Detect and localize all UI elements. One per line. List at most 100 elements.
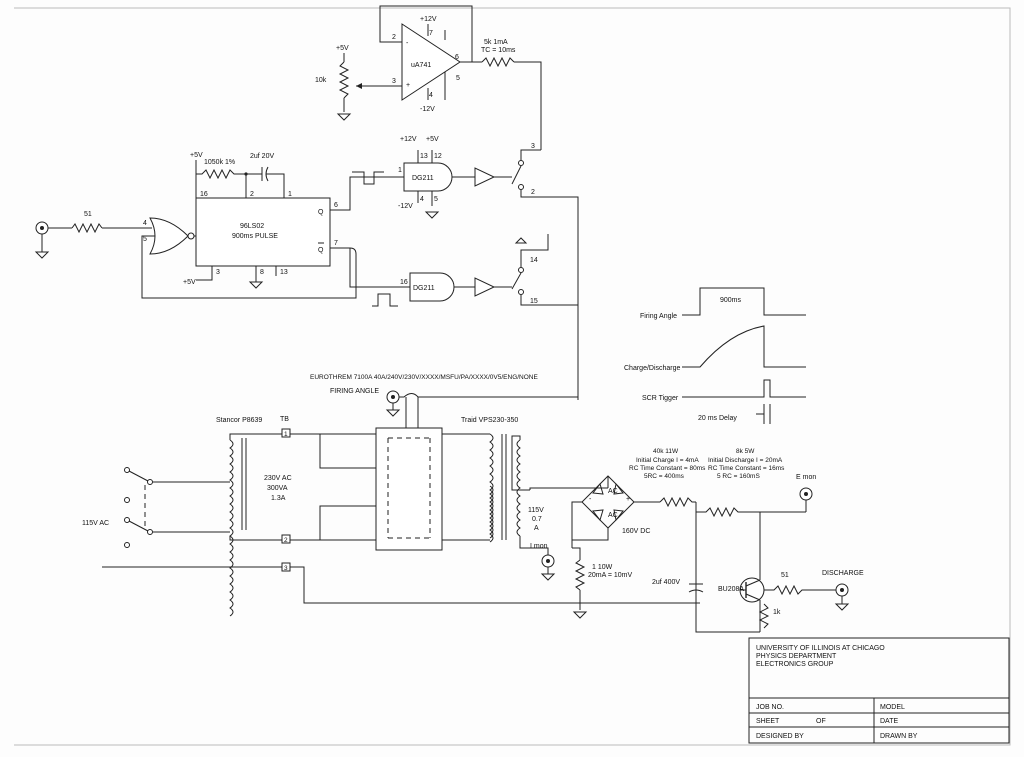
opamp-pin5: 5 [456,75,460,82]
opamp-vminus: -12V [420,106,435,113]
stancor-label: Stancor P8639 [216,417,262,424]
r5k-tc: TC = 10ms [481,47,516,54]
pot-value: 10k [315,77,327,84]
opamp-buffer: uA741 - + +12V -12V 7 4 5 6 2 3 +5V 10k … [315,5,542,150]
oneshot-vcc: +5V [190,152,203,159]
tb3-num: 3 [284,565,288,572]
dg1-pin1: 1 [398,167,402,174]
sheet-border [14,7,1011,746]
xfmr2-i2: A [534,525,539,532]
input-res: 51 [84,211,92,218]
bridge-plus: + [626,496,630,503]
tb-date: DATE [880,718,898,725]
os-pin8: 8 [260,269,264,276]
xfmr2-i1: 0.7 [532,516,542,523]
timing-diagram: Firing Angle 900ms Charge/Discharge SCR … [624,287,806,424]
r8k-4: 5 RC = 160mS [717,473,760,480]
tb-org1: UNIVERSITY OF ILLINOIS AT CHICAGO [756,645,885,652]
line-in-label: 115V AC [82,520,109,527]
opamp-pin2: 2 [392,34,396,41]
os-pin6: 6 [334,202,338,209]
tb-terminal-1 [281,428,291,438]
timing-firing-label: Firing Angle [640,313,677,320]
oneshot-desc: 900ms PULSE [232,233,278,240]
oneshot-part-label: 96LS02 [240,223,264,230]
bridge-rectifier: AC AC - + 160V DC [571,475,660,548]
tb-job-no: JOB NO. [756,704,784,711]
tb-designed-by: DESIGNED BY [756,733,804,740]
xfmr1-rating1: 230V AC [264,475,292,482]
pulse-neg-icon [352,171,384,185]
eurotherm-module [375,427,443,551]
oneshot-q: Q [318,209,324,216]
tb-terminal-2 [281,534,291,544]
dg1-v12: +12V [400,136,417,143]
os-pin16: 16 [200,191,208,198]
opamp-pin3: 3 [392,78,396,85]
transistor-bu208a: BU208A [718,577,765,632]
r8k-3: RC Time Constant = 16ms [708,465,785,472]
xfmr1-rating2: 300VA [267,485,288,492]
opamp-plus-sign: + [406,82,410,89]
os-pin3: 3 [216,269,220,276]
os-bottom-supply: +5V [183,279,196,286]
dg1-part-label: DG211 [412,175,434,182]
pulse-pos-icon [372,293,398,307]
pot-supply: +5V [336,45,349,52]
traid-transformer: 115V 0.7 A [489,433,584,555]
r40k-1: 40k 11W [653,448,679,455]
tb-of: OF [816,718,826,725]
bridge-ac2: AC [608,512,618,519]
opamp-part-label: uA741 [411,62,431,69]
r8k-2: Initial Discharge I = 20mA [708,457,783,464]
sw1-pin3: 3 [531,143,535,150]
dg2-part-label: DG211 [413,285,435,292]
stancor-transformer: 230V AC 300VA 1.3A [229,433,292,617]
dg1-v5: +5V [426,136,439,143]
r40k-3: RC Time Constant = 80ms [629,465,706,472]
dg211-gate-2: DG211 16 [400,272,512,302]
opamp-vplus: +12V [420,16,437,23]
dg1-pin5: 5 [434,196,438,203]
sw2-pin15: 15 [530,298,538,305]
tb-model: MODEL [880,704,905,711]
shunt-2: 20mA = 10mV [588,572,632,579]
cap-main-label: 2uf 400V [652,579,680,586]
firing-angle-label: FIRING ANGLE [330,388,379,395]
oneshot-res: 1050k 1% [204,159,235,166]
r1k-label: 1k [773,609,781,616]
r8k-1: 8k 5W [736,448,755,455]
shunt-1: 1 10W [592,564,613,571]
power-switch [124,467,230,548]
bridge-minus: - [589,496,592,503]
analog-switch-1: 3 2 [511,143,579,305]
bridge-ac1: AC [608,488,618,495]
analog-switch-2: 14 15 [511,234,579,400]
trigger-input: 51 [34,211,152,259]
os-pin1: 1 [288,191,292,198]
tb2-num: 2 [284,537,288,544]
oneshot-96ls02: 96LS02 900ms PULSE Q Q +5V 16 1050k 1% 2… [141,152,410,299]
dg2-pin16: 16 [400,279,408,286]
eurotherm-label: EUROTHREM 7100A 40A/240V/230V/XXXX/MSFU/… [310,374,538,381]
opamp-pin6: 6 [455,54,459,61]
timing-charge-label: Charge/Discharge [624,365,681,372]
or-pin4: 4 [143,220,147,227]
discharge-label: DISCHARGE [822,570,864,577]
opamp-pin4: 4 [429,92,433,99]
e-mon-label: E mon [796,474,816,481]
os-pin7: 7 [334,240,338,247]
os-pin13: 13 [280,269,288,276]
traid-label: Traid VPS230-350 [461,417,518,424]
opamp-minus-sign: - [406,40,409,47]
os-pin2: 2 [250,191,254,198]
i-mon-label: I mon [530,543,548,550]
transistor-label: BU208A [718,586,744,593]
r51-out: 51 [781,572,789,579]
tb-org3: ELECTRONICS GROUP [756,661,834,668]
oneshot-cap: 2uf 20V [250,153,274,160]
sw1-pin2: 2 [531,189,535,196]
r5k-value: 5k 1mA [484,39,508,46]
